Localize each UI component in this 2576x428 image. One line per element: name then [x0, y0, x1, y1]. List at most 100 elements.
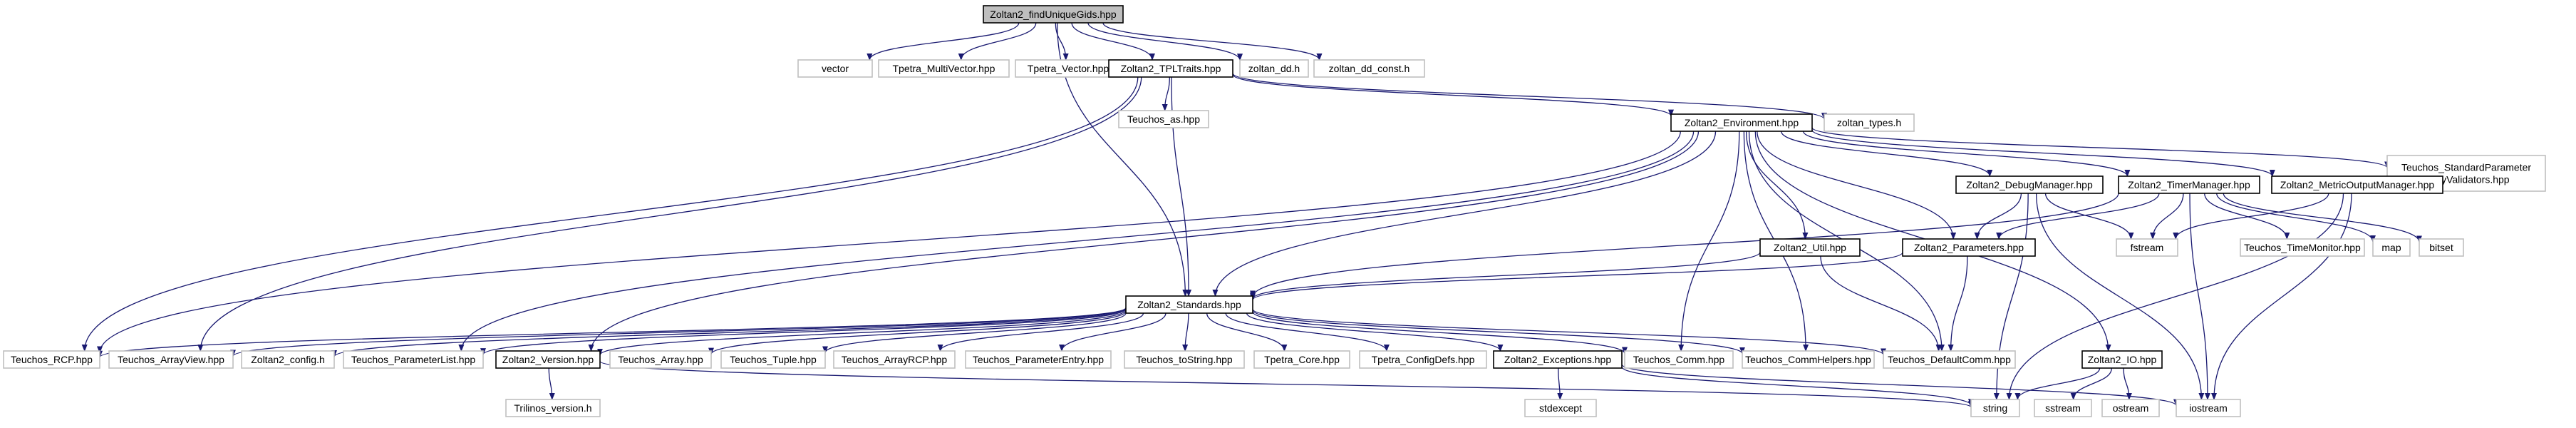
node-standards[interactable]: Zoltan2_Standards.hpp [1125, 295, 1253, 314]
node-label: Teuchos_Tuple.hpp [730, 354, 817, 365]
edge-debugmgr-to-fstream [2044, 193, 2134, 240]
edge-io-to-string [2014, 367, 2101, 400]
node-timemgr[interactable]: Zoltan2_TimerManager.hpp [2118, 175, 2260, 194]
edge-standards-to-comm [1252, 311, 1628, 355]
node-parameters[interactable]: Zoltan2_Parameters.hpp [1902, 238, 2036, 257]
node-array: Teuchos_Array.hpp [609, 350, 712, 369]
node-io[interactable]: Zoltan2_IO.hpp [2081, 350, 2163, 369]
edge-environment-to-paramlist [458, 131, 1695, 352]
edge-io-to-ostream [2123, 367, 2132, 400]
node-box [241, 350, 335, 369]
node-bitset: bitset [2419, 238, 2464, 257]
edge-util-to-standards [1250, 251, 1761, 300]
node-tpetra_mv: Tpetra_MultiVector.hpp [878, 59, 1010, 78]
node-box [2116, 238, 2178, 257]
node-label: Teuchos_DefaultComm.hpp [1888, 354, 2011, 365]
node-box [1493, 350, 1623, 369]
edge-exceptions-to-iostream [1621, 364, 2179, 407]
edge-standards-to-exceptions [1246, 312, 1504, 352]
edge-standards-to-tostring [1182, 312, 1189, 352]
node-box [495, 350, 601, 369]
node-label: Zoltan2_findUniqueGids.hpp [990, 9, 1117, 20]
edge-metricmgr-to-fstream [2173, 193, 2329, 240]
node-root[interactable]: Zoltan2_findUniqueGids.hpp [983, 5, 1124, 24]
edge-root-to-tpetra_vec [1055, 22, 1069, 61]
node-label: Zoltan2_TPLTraits.hpp [1121, 63, 1221, 74]
node-zoltan_types: zoltan_types.h [1824, 113, 1915, 132]
node-box [833, 350, 956, 369]
node-label: map [2381, 242, 2401, 253]
edge-environment-to-std_param [1811, 127, 2390, 169]
node-box [609, 350, 712, 369]
edge-standards-to-arrayrcp [937, 312, 1144, 352]
node-string: string [1970, 399, 2020, 417]
edge-root-to-vector [867, 22, 1020, 61]
node-label: zoltan_types.h [1837, 117, 1901, 128]
node-label: vector [822, 63, 849, 74]
edge-timemgr-to-timemonitor [2204, 193, 2290, 240]
node-box [1955, 175, 2104, 194]
node-teuchos_as: Teuchos_as.hpp [1118, 110, 1209, 128]
edge-standards-to-paramentry [1059, 312, 1167, 352]
node-tpltraits[interactable]: Zoltan2_TPLTraits.hpp [1108, 59, 1233, 78]
node-label: iostream [2189, 402, 2228, 414]
edge-environment-to-comm [1678, 131, 1740, 352]
edge-debugmgr-to-iostream [2035, 193, 2205, 400]
node-box [343, 350, 484, 369]
node-box [1883, 350, 2016, 369]
node-label: Teuchos_ArrayRCP.hpp [842, 354, 948, 365]
edge-standards-to-rcp [97, 307, 1127, 358]
edge-timemgr-to-fstream [2150, 193, 2184, 240]
node-version[interactable]: Zoltan2_Version.hpp [495, 350, 601, 369]
edge-debugmgr-to-parameters [1974, 193, 2022, 240]
edge-util-to-defaultcomm [1820, 255, 1942, 352]
node-debugmgr[interactable]: Zoltan2_DebugManager.hpp [1955, 175, 2104, 194]
node-box [1015, 59, 1122, 78]
edge-root-to-zoltan_dd [1087, 22, 1243, 61]
node-metricmgr[interactable]: Zoltan2_MetricOutputManager.hpp [2271, 175, 2443, 194]
node-environment[interactable]: Zoltan2_Environment.hpp [1670, 113, 1813, 132]
node-box [1359, 350, 1487, 369]
node-label: Teuchos_TimeMonitor.hpp [2244, 242, 2361, 253]
node-tuple: Teuchos_Tuple.hpp [720, 350, 826, 369]
node-util[interactable]: Zoltan2_Util.hpp [1759, 238, 1861, 257]
node-defaultcomm: Teuchos_DefaultComm.hpp [1883, 350, 2016, 369]
node-label: Zoltan2_TimerManager.hpp [2128, 179, 2250, 190]
node-sstream: sstream [2034, 399, 2092, 417]
node-label: Teuchos_as.hpp [1127, 113, 1200, 125]
node-box [983, 5, 1124, 24]
edge-metricmgr-to-string [2006, 193, 2344, 400]
node-config: Zoltan2_config.h [241, 350, 335, 369]
edge-tpltraits-to-rcp [81, 76, 1139, 352]
edge-environment-to-standards [1212, 131, 1717, 297]
edge-environment-to-timemgr [1802, 131, 2131, 177]
edge-standards-to-tpetra_core [1206, 312, 1288, 352]
node-box [2034, 399, 2092, 417]
node-trilinos_version: Trilinos_version.h [505, 399, 601, 417]
node-box [1313, 59, 1425, 78]
node-exceptions[interactable]: Zoltan2_Exceptions.hpp [1493, 350, 1623, 369]
node-box [1253, 350, 1350, 369]
node-tpetra_vec: Tpetra_Vector.hpp [1015, 59, 1122, 78]
node-box [2271, 175, 2443, 194]
node-vector: vector [797, 59, 873, 78]
edge-tpltraits-to-standards [1171, 76, 1192, 297]
node-label: Teuchos_ArrayView.hpp [118, 354, 224, 365]
node-box [720, 350, 826, 369]
edge-exceptions-to-string [1621, 366, 1974, 407]
edge-parameters-to-defaultcomm [1947, 255, 1968, 352]
node-label: Zoltan2_DebugManager.hpp [1966, 179, 2093, 190]
node-label: zoltan_dd.h [1248, 63, 1300, 74]
node-box [878, 59, 1010, 78]
edge-standards-to-array [708, 310, 1127, 355]
node-label: Trilinos_version.h [514, 402, 591, 414]
edge-environment-to-debugmgr [1781, 131, 1993, 177]
node-box [1125, 295, 1253, 314]
node-zoltan_dd: zoltan_dd.h [1239, 59, 1309, 78]
node-box [2176, 399, 2241, 417]
node-box [2419, 238, 2464, 257]
node-box [1624, 350, 1734, 369]
node-box [2118, 175, 2260, 194]
edge-parameters-to-standards [1250, 252, 1903, 301]
